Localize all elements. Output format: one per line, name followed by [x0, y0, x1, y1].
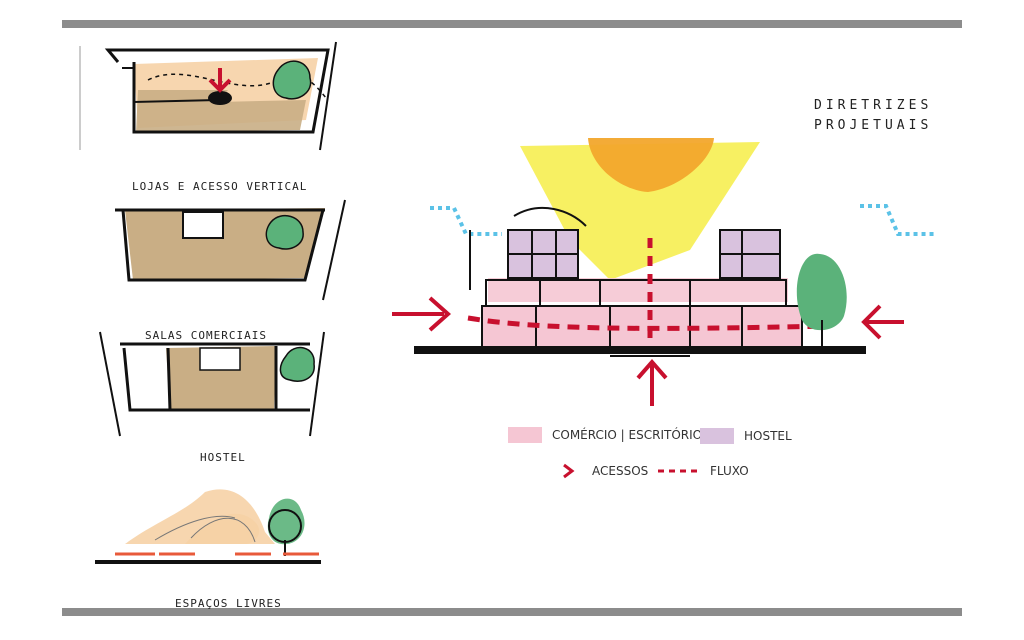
tree-icon: [266, 216, 303, 249]
ground-line: [414, 346, 866, 354]
legend-comercio: COMÉRCIO | ESCRITÓRIO: [508, 427, 702, 443]
tree-icon: [797, 254, 847, 330]
legend-comercio-swatch: [508, 427, 542, 443]
legend-hostel-label: HOSTEL: [744, 429, 792, 443]
sketch-espacos-livres: [95, 482, 335, 582]
dashed-line-icon: [658, 463, 702, 479]
legend-hostel: HOSTEL: [700, 428, 792, 444]
legend-acessos: ACESSOS: [558, 463, 648, 479]
sketch-hostel: [90, 326, 340, 446]
legend-hostel-swatch: [700, 428, 734, 444]
legend-comercio-label: COMÉRCIO | ESCRITÓRIO: [552, 428, 702, 442]
top-frame-bar: [62, 20, 962, 28]
legend-fluxo: FLUXO: [658, 463, 749, 479]
caption-lojas-acesso-vertical: LOJAS E ACESSO VERTICAL: [132, 180, 307, 193]
caption-espacos-livres: ESPAÇOS LIVRES: [175, 597, 282, 610]
legend-acessos-label: ACESSOS: [592, 464, 648, 478]
wind-left: [430, 208, 502, 234]
title-line-1: DIRETRIZES: [814, 96, 932, 116]
legend-fluxo-label: FLUXO: [710, 464, 749, 478]
sketch-salas-comerciais: [105, 196, 355, 306]
arrow-right-icon: [558, 463, 578, 479]
wind-right: [860, 206, 936, 234]
main-section-diagram: [390, 130, 910, 420]
tree-icon: [280, 348, 314, 382]
sketch-lojas-acesso-vertical: [78, 40, 338, 160]
caption-hostel: HOSTEL: [200, 451, 246, 464]
